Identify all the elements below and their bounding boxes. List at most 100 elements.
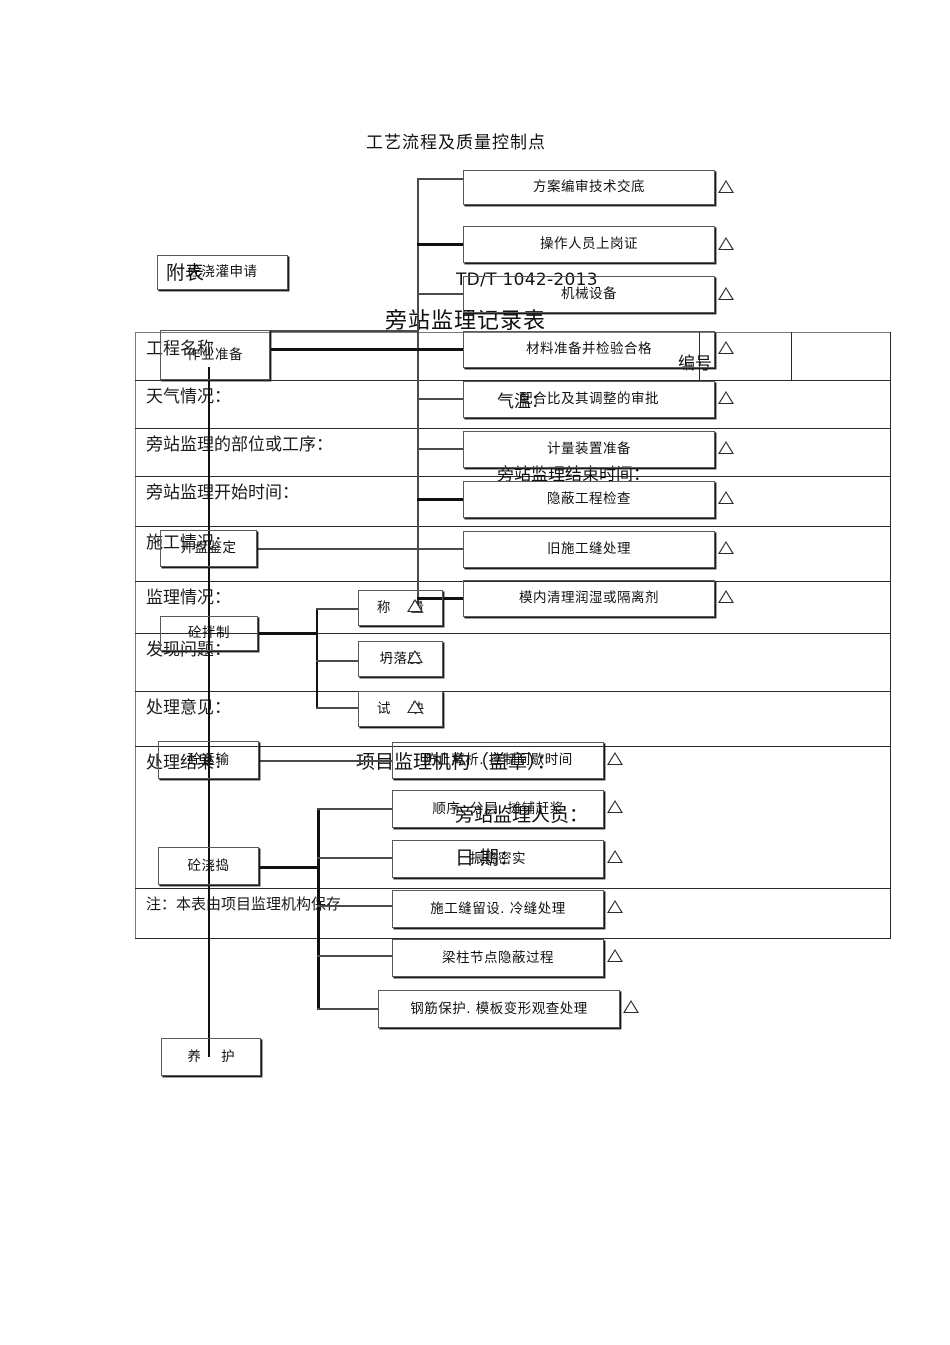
table-row: 注：本表由项目监理机构保存 xyxy=(135,888,891,939)
flow-connector-cp11 xyxy=(316,660,358,662)
signature-organization[interactable]: 项目监理机构（盖章）： xyxy=(356,751,556,773)
flow-connector-cp17 xyxy=(317,955,393,957)
quality-checkpoint-icon-11 xyxy=(407,650,423,663)
flow-stage-label: 砼浇灌申请 xyxy=(187,264,258,281)
flow-control-point-11[interactable]: 坍落度 xyxy=(358,641,443,677)
flow-connector-prepare xyxy=(270,348,418,351)
quality-checkpoint-icon-17 xyxy=(607,949,623,962)
attachment-label: 附表 xyxy=(166,262,205,284)
standard-code: TD/T 1042-2013 xyxy=(456,270,598,290)
flow-stage-label: 养 护 xyxy=(187,1048,243,1065)
flow-control-point-label: 材料准备并检验合格 xyxy=(526,341,652,358)
field-handling-result[interactable]: 处理结果： xyxy=(135,746,891,889)
flow-control-point-label: 钢筋保护. 模板变形观查处理 xyxy=(410,1000,588,1017)
flow-control-point-4[interactable]: 材料准备并检验合格 xyxy=(463,331,715,368)
flow-control-point-label: 顺序. 分层. 摊铺赶浆 xyxy=(432,800,564,817)
flow-connector-cp18 xyxy=(317,1008,379,1010)
flow-control-point-14[interactable]: 顺序. 分层. 摊铺赶浆 xyxy=(392,790,604,828)
flow-control-point-8[interactable]: 旧施工缝处理 xyxy=(463,531,715,568)
flow-stage-pouring[interactable]: 砼浇捣 xyxy=(158,847,259,885)
quality-checkpoint-icon-7 xyxy=(718,491,734,504)
flow-stage-curing[interactable]: 养 护 xyxy=(161,1038,261,1076)
flow-branch-pouring-vertical xyxy=(317,808,320,1010)
quality-checkpoint-icon-18 xyxy=(623,1000,639,1013)
flow-control-point-label: 隐蔽工程检查 xyxy=(547,491,631,508)
flow-control-point-15[interactable]: 振捣密实 xyxy=(392,840,604,878)
field-label-temperature: 气温： xyxy=(497,392,548,412)
quality-checkpoint-icon-16 xyxy=(607,900,623,913)
flow-stage-opening[interactable]: 开盘鉴定 xyxy=(160,530,257,567)
quality-checkpoint-icon-3 xyxy=(718,287,734,300)
quality-checkpoint-icon-9 xyxy=(718,590,734,603)
quality-checkpoint-icon-12 xyxy=(407,700,423,713)
flow-control-point-10[interactable]: 称 量 xyxy=(358,590,443,626)
flow-control-point-label: 防止离析. 控制间歇时间 xyxy=(423,752,573,769)
flow-control-point-label: 方案编审技术交底 xyxy=(533,179,645,196)
flow-connector-transport xyxy=(259,760,392,762)
flow-control-point-12[interactable]: 试 块 xyxy=(358,691,443,727)
quality-checkpoint-icon-6 xyxy=(718,441,734,454)
flow-control-point-16[interactable]: 施工缝留设. 冷缝处理 xyxy=(392,890,604,928)
quality-checkpoint-icon-8 xyxy=(718,541,734,554)
field-handling-opinion[interactable]: 处理意见： xyxy=(135,691,891,747)
field-start-time[interactable]: 旁站监理开始时间： xyxy=(135,476,891,527)
quality-checkpoint-icon-13 xyxy=(607,752,623,765)
quality-checkpoint-icon-2 xyxy=(718,237,734,250)
inspection-record-table: 工程名称 天气情况： 旁站监理的部位或工序： 旁站监理开始时间： 施工情况： xyxy=(135,332,891,939)
flow-stage-label: 砼拌制 xyxy=(188,625,230,642)
footnote-text: 注：本表由项目监理机构保存 xyxy=(146,895,342,913)
field-label-number: 编号 xyxy=(678,354,712,374)
quality-checkpoint-icon-15 xyxy=(607,850,623,863)
table-row: 处理结果： xyxy=(135,746,891,889)
flow-connector-cp12 xyxy=(316,707,358,709)
flow-connector-cp3 xyxy=(417,293,463,295)
field-label: 旁站监理开始时间： xyxy=(146,483,299,503)
quality-checkpoint-icon-14 xyxy=(607,800,623,813)
flow-control-point-13[interactable]: 防止离析. 控制间歇时间 xyxy=(392,742,604,779)
flow-stage-label: 砼浇捣 xyxy=(187,857,230,874)
flow-stage-label: 砼运输 xyxy=(187,751,230,768)
flow-control-point-label: 旧施工缝处理 xyxy=(547,541,631,558)
flow-control-point-label: 计量装置准备 xyxy=(547,441,631,458)
flow-stage-mixing[interactable]: 砼拌制 xyxy=(160,616,258,651)
flow-branch-mixing-vertical xyxy=(316,608,318,708)
signature-date[interactable]: 日 期： xyxy=(455,847,519,869)
field-label: 旁站监理的部位或工序： xyxy=(146,435,333,455)
field-label-end-time: 旁站监理结束时间： xyxy=(497,465,650,485)
flow-control-point-1[interactable]: 方案编审技术交底 xyxy=(463,170,715,205)
table-row: 旁站监理开始时间： xyxy=(135,476,891,527)
flow-stage-apply[interactable]: 砼浇灌申请 xyxy=(157,255,288,290)
flow-control-point-label: 机械设备 xyxy=(561,286,617,303)
flow-control-point-3[interactable]: 机械设备 xyxy=(463,276,715,313)
flow-connector-cp7 xyxy=(417,498,463,501)
flow-trunk-upper xyxy=(417,178,419,606)
flow-control-point-label: 操作人员上岗证 xyxy=(540,236,638,253)
signature-inspector[interactable]: 旁站监理人员： xyxy=(455,804,589,826)
flow-control-point-label: 模内清理润湿或隔离剂 xyxy=(519,590,659,607)
flow-control-point-18[interactable]: 钢筋保护. 模板变形观查处理 xyxy=(378,990,620,1028)
flow-control-point-5[interactable]: 配合比及其调整的审批 xyxy=(463,381,715,418)
flow-control-point-2[interactable]: 操作人员上岗证 xyxy=(463,226,715,263)
flow-control-point-9[interactable]: 模内清理润湿或隔离剂 xyxy=(463,580,715,617)
flow-control-point-6[interactable]: 计量装置准备 xyxy=(463,431,715,468)
flow-spine-left xyxy=(208,367,210,1057)
flow-connector-cp10 xyxy=(316,608,358,610)
form-title: 旁站监理记录表 xyxy=(385,309,547,334)
flow-stage-prepare[interactable]: 作业准备 xyxy=(160,330,270,380)
flow-control-point-7[interactable]: 隐蔽工程检查 xyxy=(463,481,715,518)
field-label: 监理情况： xyxy=(146,588,231,608)
flow-connector-cp14 xyxy=(317,808,393,810)
flow-connector-cp9 xyxy=(417,597,463,600)
flow-control-point-label: 梁柱节点隐蔽过程 xyxy=(442,949,554,966)
flow-control-point-17[interactable]: 梁柱节点隐蔽过程 xyxy=(392,939,604,977)
flow-stage-label: 开盘鉴定 xyxy=(180,540,237,557)
flow-connector-cp16 xyxy=(317,905,393,907)
flow-connector-prepare-upper xyxy=(270,330,418,332)
flow-connector-cp2 xyxy=(417,243,463,246)
field-number-value[interactable] xyxy=(791,332,891,381)
quality-checkpoint-icon-4 xyxy=(718,341,734,354)
flow-stage-transport[interactable]: 砼运输 xyxy=(158,741,259,779)
flow-connector-cp6 xyxy=(417,448,463,450)
flow-connector-cp8 xyxy=(417,548,463,550)
table-row: 处理意见： xyxy=(135,691,891,747)
